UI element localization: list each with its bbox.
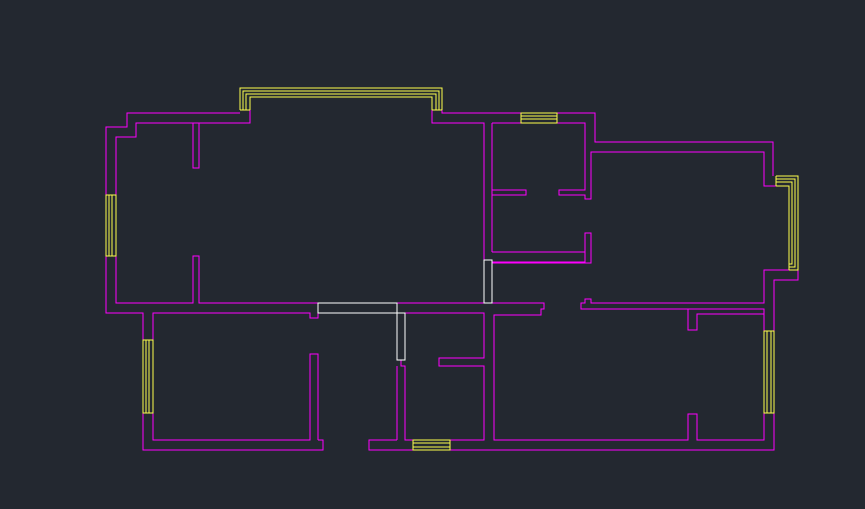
opening <box>317 302 398 314</box>
wall <box>492 122 776 200</box>
window <box>520 112 558 124</box>
window <box>412 439 451 451</box>
window <box>142 339 154 414</box>
windows-layer <box>105 87 799 451</box>
wall <box>492 302 765 441</box>
wall <box>397 312 485 441</box>
wall <box>492 189 527 196</box>
openings-layer <box>317 259 493 361</box>
wall <box>441 110 774 176</box>
bay-window <box>239 87 443 111</box>
bay-window <box>775 175 799 271</box>
opening <box>483 259 493 304</box>
wall <box>431 110 485 303</box>
wall <box>152 353 319 441</box>
wall <box>492 233 586 253</box>
wall <box>192 123 200 169</box>
opening <box>396 312 406 361</box>
wall <box>115 110 318 304</box>
wall <box>105 112 324 451</box>
window <box>763 330 775 414</box>
wall <box>152 312 319 340</box>
wall <box>687 309 764 331</box>
wall <box>580 269 789 331</box>
wall <box>368 270 799 451</box>
window <box>105 194 117 257</box>
